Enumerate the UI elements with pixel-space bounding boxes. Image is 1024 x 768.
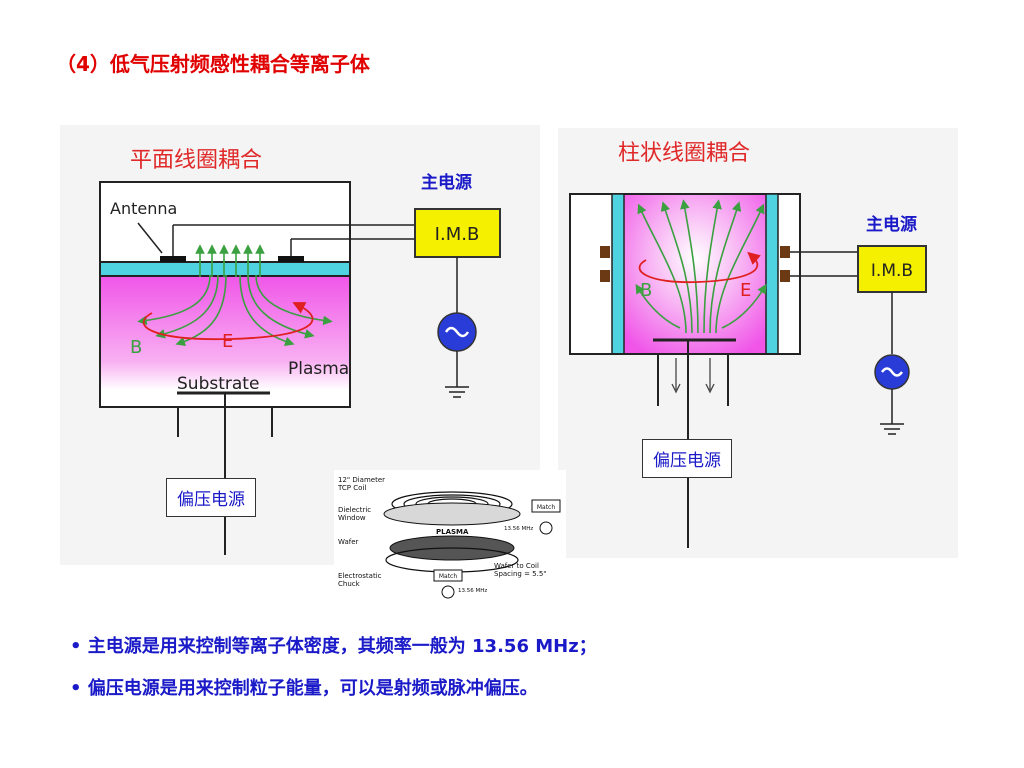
left-main-source-label: 主电源 bbox=[421, 173, 472, 193]
cylindrical-caption: 柱状线圈耦合 bbox=[618, 141, 750, 166]
inset-wafer-label: Wafer bbox=[338, 538, 359, 546]
inset-spacing-label: Wafer to Coil bbox=[494, 562, 539, 570]
exhaust-arrows bbox=[671, 358, 715, 394]
imb-box bbox=[857, 245, 927, 293]
inset-freq-bottom: 13.56 MHz bbox=[458, 588, 487, 594]
magnetic-field-lines bbox=[635, 199, 767, 334]
cylindrical-coil-diagram: 柱状线圈耦合 I.M.B B E bbox=[558, 128, 958, 558]
inset-window-label-2: Window bbox=[338, 514, 366, 522]
right-bias-source-label: 偏压电源 bbox=[642, 439, 732, 478]
dielectric-tube-right bbox=[765, 193, 779, 355]
e-field-label: E bbox=[740, 280, 751, 301]
coil-left bbox=[160, 256, 186, 262]
bullet-item: • 偏压电源是用来控制粒子能量，可以是射频或脉冲偏压。 bbox=[70, 678, 538, 699]
electric-field-loop bbox=[142, 302, 314, 341]
coil-block bbox=[600, 246, 610, 258]
antenna-pointer bbox=[137, 222, 163, 254]
b-field-label: B bbox=[130, 337, 142, 358]
coil-right bbox=[278, 256, 304, 262]
inset-chuck-label-2: Chuck bbox=[338, 580, 361, 588]
inset-coil-label-2: TCP Coil bbox=[337, 484, 366, 492]
imb-label: I.M.B bbox=[871, 261, 913, 281]
dielectric-tube-left bbox=[611, 193, 625, 355]
ground-icon bbox=[445, 386, 469, 398]
inset-plasma-label: PLASMA bbox=[436, 528, 469, 536]
b-field-label: B bbox=[640, 280, 652, 301]
e-field-label: E bbox=[222, 331, 233, 352]
ac-wave-icon bbox=[444, 326, 470, 338]
planar-caption: 平面线圈耦合 bbox=[130, 148, 262, 173]
right-main-source-label: 主电源 bbox=[866, 215, 917, 235]
inset-window-label: Dielectric bbox=[338, 506, 371, 514]
coil-block bbox=[600, 270, 610, 282]
imb-box bbox=[414, 208, 501, 258]
rf-source-icon bbox=[441, 585, 455, 599]
coil-block bbox=[780, 246, 790, 258]
tcp-reactor-inset: 12" Diameter TCP Coil Dielectric Window … bbox=[334, 470, 566, 610]
inset-freq-top: 13.56 MHz bbox=[504, 526, 533, 532]
plasma-label: Plasma bbox=[288, 359, 349, 379]
antenna-label: Antenna bbox=[110, 199, 177, 218]
bullet-item: • 主电源是用来控制等离子体密度，其频率一般为 13.56 MHz； bbox=[70, 636, 597, 657]
ground-icon bbox=[880, 423, 904, 435]
match-label-top: Match bbox=[537, 504, 556, 511]
substrate-label: Substrate bbox=[177, 374, 259, 394]
match-box-bottom bbox=[433, 569, 463, 582]
left-bias-source-label: 偏压电源 bbox=[166, 478, 256, 517]
inset-coil-label: 12" Diameter bbox=[338, 476, 385, 484]
ac-wave-icon bbox=[880, 367, 904, 377]
coil-block bbox=[780, 270, 790, 282]
electric-field-loop bbox=[638, 251, 761, 284]
bullet-list: • 主电源是用来控制等离子体密度，其频率一般为 13.56 MHz； • 偏压电… bbox=[70, 632, 597, 716]
dielectric-window bbox=[383, 502, 521, 526]
rf-source-icon bbox=[539, 521, 553, 535]
slide-title: （4）低气压射频感性耦合等离子体 bbox=[56, 52, 370, 76]
magnetic-field-lines bbox=[137, 244, 333, 347]
dielectric-window bbox=[99, 261, 351, 277]
inset-spacing-label-2: Spacing = 5.5" bbox=[494, 570, 547, 578]
match-box-top bbox=[531, 499, 561, 513]
inset-chuck-label: Electrostatic bbox=[338, 572, 382, 580]
imb-label: I.M.B bbox=[435, 224, 480, 245]
planar-coil-diagram: 平面线圈耦合 Antenna I.M.B Substrate Plasma bbox=[60, 125, 540, 565]
match-label-bottom: Match bbox=[439, 573, 458, 580]
